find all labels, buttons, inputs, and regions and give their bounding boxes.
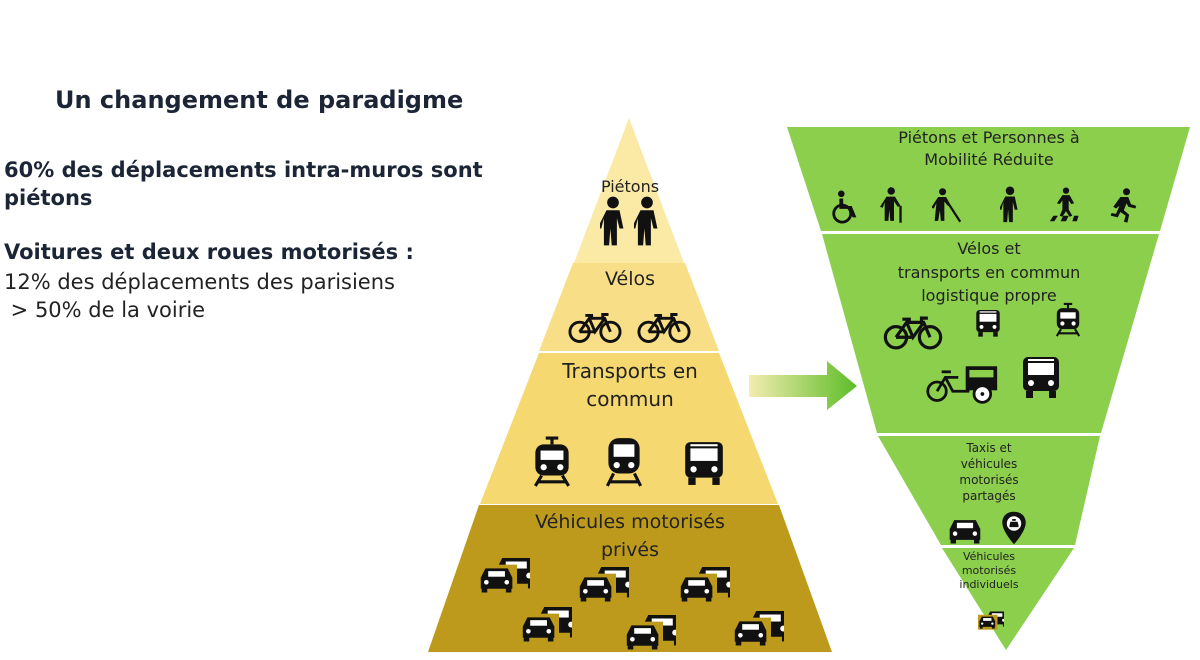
stat-motor-road: > 50% de la voirie <box>4 298 206 322</box>
level-label-transit-1: Transports en <box>561 359 698 383</box>
target-label-shared-2: véhicules <box>961 457 1018 471</box>
target-label-shared-4: partagés <box>962 489 1015 503</box>
stat-pedestrians-line1: 60% des déplacements intra-muros sont <box>4 158 483 182</box>
level-label-bikes: Vélos <box>605 268 655 290</box>
stat-pedestrians-line2: piétons <box>4 186 93 210</box>
target-label-individual-3: individuels <box>959 578 1018 591</box>
target-label-bikes-2: transports en commun <box>898 263 1080 282</box>
stat-motor-trips: 12% des déplacements des parisiens <box>4 270 395 294</box>
target-label-shared-1: Taxis et <box>965 441 1012 455</box>
target-label-shared-3: motorisés <box>959 473 1018 487</box>
target-label-individual-2: motorisés <box>962 564 1017 577</box>
stat-motor-heading: Voitures et deux roues motorisés : <box>4 240 414 264</box>
level-label-private-2: privés <box>601 539 659 561</box>
target-label-pedestrians-1: Piétons et Personnes à <box>898 128 1079 147</box>
target-level-bikes-transit <box>822 234 1159 433</box>
target-level-shared <box>878 436 1100 545</box>
target-label-pedestrians-2: Mobilité Réduite <box>924 150 1053 169</box>
current-pyramid: Piétons Vélos Transports en commun Véhic… <box>428 118 832 652</box>
page-title: Un changement de paradigme <box>55 86 464 114</box>
target-label-bikes-1: Vélos et <box>957 239 1020 258</box>
level-label-pedestrians: Piétons <box>601 177 659 196</box>
level-label-transit-2: commun <box>586 387 674 411</box>
level-label-private-1: Véhicules motorisés <box>535 511 725 533</box>
target-level-individual <box>942 548 1074 650</box>
pyramid-level-bikes <box>539 263 719 351</box>
target-label-individual-1: Véhicules <box>963 550 1015 563</box>
target-pyramid: Piétons et Personnes à Mobilité Réduite … <box>787 127 1190 650</box>
target-label-bikes-3: logistique propre <box>921 286 1057 305</box>
transition-arrow <box>749 361 857 410</box>
